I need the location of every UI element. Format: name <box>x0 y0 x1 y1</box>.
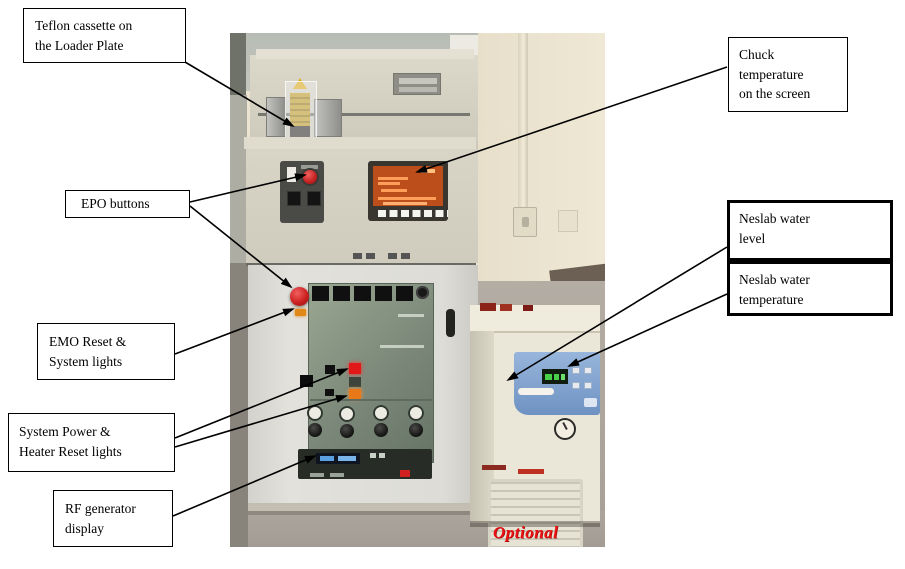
callout-emo-reset: EMO Reset & System lights <box>37 323 175 380</box>
system-power-light-icon <box>349 363 361 374</box>
rack-knob <box>416 286 429 299</box>
cabinet-handle <box>446 309 455 337</box>
rf-indicator <box>379 453 385 458</box>
chiller-button <box>572 367 580 374</box>
arrow-epo-lower <box>189 205 293 289</box>
chuck-screen-display <box>373 166 443 206</box>
callout-label: Neslab water temperature <box>739 272 810 307</box>
window-frame-lower <box>230 95 247 265</box>
epo-panel-label <box>301 165 318 169</box>
rf-label <box>330 473 344 477</box>
light-switch-plate <box>558 210 578 232</box>
emo-reset-button-icon <box>290 287 309 306</box>
panel-button <box>307 191 321 206</box>
rack-label <box>398 314 424 317</box>
arrow-emo-reset <box>174 308 295 355</box>
chiller-logo <box>584 398 597 407</box>
arrow-epo-upper <box>189 173 307 203</box>
callout-label: EMO Reset & System lights <box>49 334 127 369</box>
callout-label: Neslab water level <box>739 211 810 246</box>
rack-switch <box>325 389 334 396</box>
etcher-top-face <box>256 49 474 59</box>
wall-outlet <box>513 207 537 237</box>
chiller-pressure-gauge <box>554 418 576 440</box>
rack-module-row <box>312 286 415 301</box>
control-knob <box>409 423 423 437</box>
rack-label <box>380 345 424 348</box>
callout-label: RF generator display <box>65 501 136 536</box>
chiller-button <box>584 367 592 374</box>
deck-latch <box>388 253 410 259</box>
rf-generator-display-icon <box>316 453 360 464</box>
cabinet-base <box>248 503 478 511</box>
control-knob <box>308 423 322 437</box>
photo-left-shadow <box>230 263 248 547</box>
chiller-panel-swoosh <box>518 388 554 395</box>
control-knob <box>374 423 388 437</box>
callout-label: Teflon cassette on the Loader Plate <box>35 18 133 53</box>
arrow-chuck-temperature <box>415 66 728 173</box>
rack-divider <box>310 399 432 401</box>
callout-chuck-temperature: Chuck temperature on the screen <box>728 37 848 112</box>
chiller-brand-label <box>482 465 506 470</box>
chiller-model-label <box>518 469 544 474</box>
equipment-photo <box>230 33 605 547</box>
chiller-fitting <box>523 305 533 311</box>
rack-switch <box>325 365 335 374</box>
loader-rail <box>258 113 470 116</box>
system-light-icon <box>295 309 306 316</box>
cassette-base <box>290 125 310 138</box>
chiller-fitting <box>500 304 512 311</box>
epo-key-switch <box>287 167 296 182</box>
callout-teflon-cassette: Teflon cassette on the Loader Plate <box>23 8 186 63</box>
heater-reset-light-icon <box>349 389 361 399</box>
chiller-shadow <box>470 521 600 527</box>
callout-neslab-water-level: Neslab water level <box>727 200 893 261</box>
chiller-fitting <box>480 303 496 311</box>
wall <box>478 33 605 285</box>
arrow-neslab-level <box>506 246 728 382</box>
pressure-gauge <box>307 405 323 421</box>
callout-system-power: System Power & Heater Reset lights <box>8 413 175 472</box>
deck-latch <box>353 253 375 259</box>
chiller-vent-grille <box>488 479 583 547</box>
callout-epo-buttons: EPO buttons <box>65 190 190 218</box>
screen-button-row <box>378 210 448 217</box>
window-frame <box>230 33 246 95</box>
teflon-cassette <box>290 93 310 126</box>
status-light-off <box>349 377 361 387</box>
arrow-rf-display <box>172 455 317 517</box>
nameplate <box>393 73 441 95</box>
callout-label: EPO buttons <box>81 196 150 212</box>
cassette-guide-right <box>314 99 342 137</box>
panel-button <box>287 191 301 206</box>
callout-label: System Power & Heater Reset lights <box>19 424 122 459</box>
cassette-flag <box>293 78 307 89</box>
arrow-neslab-temperature <box>567 293 728 367</box>
rf-label <box>310 473 324 477</box>
callout-rf-generator: RF generator display <box>53 490 173 547</box>
wall-conduit <box>518 33 528 213</box>
rf-indicator <box>370 453 376 458</box>
deck-gap-shadow <box>246 263 476 266</box>
neslab-chiller <box>468 303 602 547</box>
cassette-cover <box>285 81 317 139</box>
chiller-button <box>584 382 592 389</box>
etcher-top-housing <box>250 55 478 149</box>
chiller-temperature-display-icon <box>542 369 568 384</box>
chiller-button <box>572 382 580 389</box>
optional-note: Optional <box>493 523 559 542</box>
arrow-teflon-cassette <box>184 61 295 128</box>
pressure-gauge <box>408 405 424 421</box>
pressure-gauge <box>339 406 355 422</box>
callout-neslab-water-temperature: Neslab water temperature <box>727 261 893 316</box>
control-knob <box>340 424 354 438</box>
pressure-gauge <box>373 405 389 421</box>
arrow-system-power <box>174 368 349 439</box>
arrow-heater-reset <box>174 395 348 448</box>
rf-red-button <box>400 470 410 477</box>
callout-label: Chuck temperature on the screen <box>739 47 811 101</box>
